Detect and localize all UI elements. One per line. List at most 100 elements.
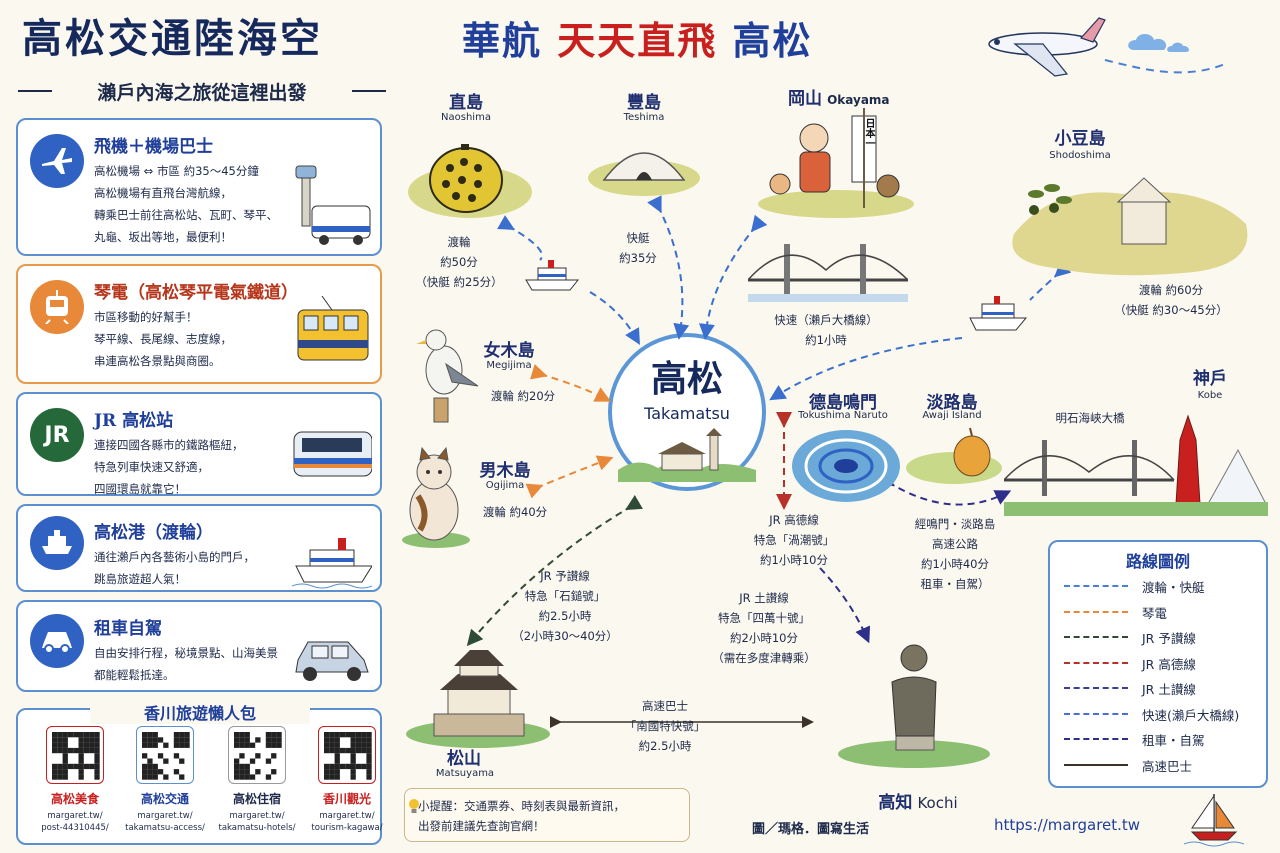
legend-line-swatch (1064, 636, 1128, 638)
qr-label: 高松交通 (140, 792, 189, 806)
legend-title: 路線圖例 (1125, 552, 1190, 571)
awaji-route: 經鳴門・淡路島 高速公路 約1小時40分 租車・自駕） (914, 517, 996, 591)
card-title: 飛機＋機場巴士 (94, 137, 213, 157)
legend-label: 高速巴士 (1142, 758, 1193, 774)
qr-code-icon[interactable] (228, 726, 286, 784)
legend-item: 琴電 (1062, 602, 1262, 622)
awaji-en: Awaji Island (922, 410, 982, 421)
okayama-momotaro-illustration (758, 108, 914, 218)
card-body: 市區移動的好幫手！ 琴平線、長尾線、志度線， 串連高松各景點與商圈。 (94, 310, 232, 368)
ferry-icon (30, 516, 84, 570)
website-link[interactable]: https://margaret.tw (994, 816, 1141, 834)
ogijima-en: Ogijima (485, 480, 525, 491)
teshima-en: Teshima (623, 112, 665, 123)
kochi-name: 高知 (878, 793, 913, 813)
ferry-illustration (292, 538, 372, 589)
kochi-en: Kochi (917, 794, 958, 812)
card-body: 連接四國各縣市的鐵路樞紐， 特急列車快速又舒適， 四國環島就靠它！ (94, 438, 244, 496)
legend-item: JR 予讃線 (1062, 627, 1262, 647)
kotoden-train-illustration (297, 296, 369, 361)
naoshima-route: 渡輪 約50分 （快艇 約25分） (415, 235, 503, 289)
takamatsu-castle-illustration (618, 428, 756, 482)
shodoshima-illustration (1012, 177, 1248, 276)
qr-label: 高松住宿 (232, 792, 281, 806)
qr-url-line: margaret.tw/ (137, 811, 193, 821)
legend-line-swatch (1064, 712, 1128, 715)
qr-label: 高松美食 (50, 792, 99, 806)
okayama-en: Okayama (827, 93, 890, 107)
card-title: 琴電（高松琴平電氣鐵道） (94, 283, 298, 303)
naoshima-en: Naoshima (441, 112, 491, 123)
ogijima-name: 男木島 (479, 461, 531, 481)
airplane-icon (30, 134, 84, 188)
airline-headline: 華航 天天直飛 高松 (462, 10, 813, 65)
shodoshima-route: 渡輪 約60分 （快艇 約30〜45分） (1114, 283, 1228, 317)
qr-code-icon[interactable] (136, 726, 194, 784)
qr-code-icon[interactable] (46, 726, 104, 784)
naruto-whirlpool-illustration (792, 430, 900, 502)
card-body: 通往瀨戶內各藝術小島的門戶， 跳島旅遊超人氣！ (94, 550, 255, 586)
legend-label: 琴電 (1142, 605, 1168, 621)
kobe-port-illustration (1004, 414, 1268, 516)
card-title: JR 高松站 (94, 411, 174, 431)
matsuyama-castle-illustration (406, 650, 550, 748)
legend-label: 租車・自駕 (1142, 733, 1205, 748)
akashi-bridge-label: 明石海峽大橋 (1055, 411, 1125, 425)
illustration-credit: 圖／瑪格．圖寫生活 (752, 822, 870, 837)
qr-code-icon[interactable] (318, 726, 376, 784)
legend-line-swatch (1064, 610, 1128, 613)
tokushima-name: 德島鳴門 (809, 393, 877, 413)
headline-daily-direct: 天天直飛 (557, 18, 718, 63)
card-rental: 租車自駕 自由安排行程，秘境景點、山海美景 都能輕鬆抵達。 (16, 600, 382, 692)
ogijima-route: 渡輪 約40分 (482, 505, 548, 519)
takamatsu-name: 高松 (650, 358, 723, 400)
okayama-route: 快速（瀨戶大橋線） 約1小時 (774, 313, 878, 347)
legend-label: 渡輪・快艇 (1142, 580, 1205, 595)
legend-item: 渡輪・快艇 (1062, 576, 1262, 596)
qr-url-line: margaret.tw/ (229, 811, 285, 821)
qr-url-line: post-44310445/ (41, 823, 109, 833)
qr-item[interactable]: 香川觀光 margaret.tw/tourism-kagawa/ (302, 726, 392, 833)
legend-item: 快速(瀨戶大橋線) (1062, 704, 1262, 724)
qr-url-line: tourism-kagawa/ (311, 823, 383, 833)
legend-line-swatch (1064, 661, 1128, 664)
kochi-label: 高知 Kochi (858, 788, 978, 813)
qr-item[interactable]: 高松美食 margaret.tw/post-44310445/ (30, 726, 120, 833)
tip-text: 小提醒：交通票券、時刻表與最新資訊， 出發前建議先查詢官網！ (418, 799, 625, 833)
cat-illustration (402, 446, 470, 548)
qr-url-line: margaret.tw/ (47, 811, 103, 821)
naoshima-pumpkin-illustration (408, 144, 532, 218)
qr-url-line: takamatsu-hotels/ (218, 823, 296, 833)
ferry-icon (969, 296, 1028, 331)
qr-item[interactable]: 高松住宿 margaret.tw/takamatsu-hotels/ (212, 726, 302, 833)
seagull-illustration (416, 329, 479, 423)
shodoshima-name: 小豆島 (1054, 129, 1106, 149)
qr-section-title: 香川旅遊懶人包 (90, 700, 310, 724)
awaji-name: 淡路島 (926, 393, 978, 413)
teshima-name: 豐島 (627, 93, 661, 113)
matsuyama-jr-route: JR 予讃線 特急「石鎚號」 約2.5小時 （2小時30〜40分） (512, 569, 618, 643)
car-illustration (295, 641, 369, 681)
card-jr: JR JR 高松站 連接四國各縣市的鐵路樞紐， 特急列車快速又舒適， 四國環島就… (16, 392, 382, 496)
ferry-icon (525, 260, 580, 291)
megijima-en: Megijima (486, 360, 532, 371)
qr-label: 香川觀光 (322, 792, 371, 806)
megijima-route: 渡輪 約20分 (490, 389, 556, 403)
teshima-route: 快艇 約35分 (619, 231, 657, 265)
card-airplane: 飛機＋機場巴士 高松機場 ⇔ 市區 約35〜45分鐘 高松機場有直飛台灣航線， … (16, 118, 382, 256)
page-title: 高松交通陸海空 (22, 15, 323, 62)
matsuyama-en: Matsuyama (435, 768, 495, 779)
legend-line-swatch (1064, 763, 1128, 766)
okayama-label: 岡山 Okayama (788, 84, 918, 109)
legend-box (1048, 540, 1268, 788)
card-body: 自由安排行程，秘境景點、山海美景 都能輕鬆抵達。 (94, 646, 278, 682)
matsuyama-bus-route: 高速巴士 「南國特快號」 約2.5小時 (624, 699, 706, 753)
card-title: 高松港（渡輪） (94, 523, 213, 543)
airplane-illustration (988, 17, 1226, 77)
kobe-en: Kobe (1197, 390, 1223, 401)
sailboat-icon (1184, 794, 1244, 847)
qr-url-line: margaret.tw/ (319, 811, 375, 821)
teshima-museum-illustration (588, 152, 700, 196)
tokushima-route: JR 高德線 特急「渦潮號」 約1小時10分 (753, 513, 835, 567)
